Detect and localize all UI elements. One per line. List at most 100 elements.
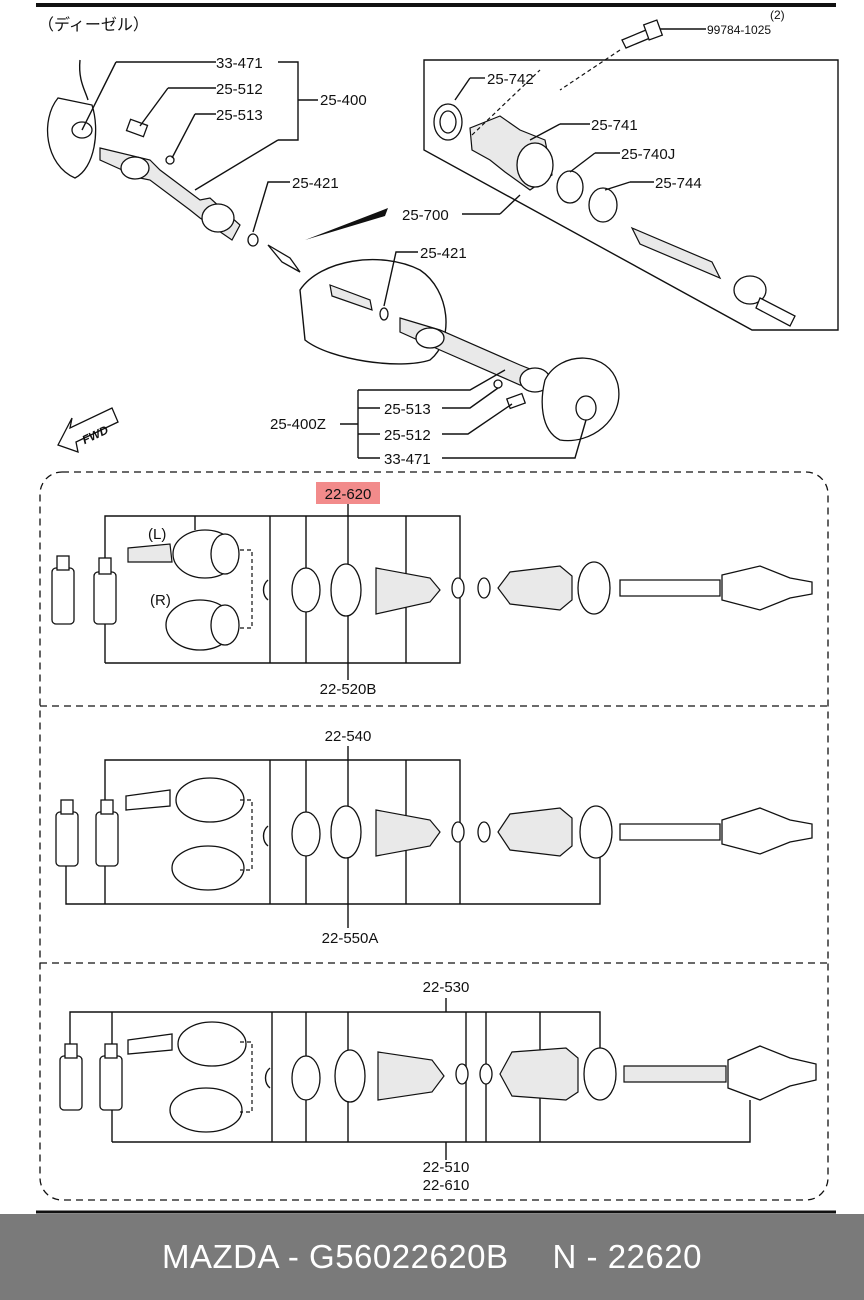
label-25-741: 25-741 [591, 117, 638, 134]
circlip-p3 [264, 1067, 271, 1089]
band-p2-b [477, 821, 491, 843]
grease-tube-3 [55, 811, 79, 867]
label-22-530: 22-530 [423, 979, 470, 996]
joint-p3-shaft [127, 1033, 173, 1055]
grease-tube-2-cap [98, 557, 112, 575]
shaft-25-700 [630, 226, 722, 280]
circlip-p2 [262, 825, 269, 847]
label-25-700: 25-700 [402, 207, 449, 224]
leader-25742-a [454, 77, 471, 101]
label-25-512-top: 25-512 [216, 81, 263, 98]
joint-dash-bracket-p2 [240, 799, 253, 871]
band-p1-a [451, 577, 465, 599]
kit-frame-22-510 [112, 1100, 751, 1143]
grease-tube-5 [59, 1055, 83, 1111]
label-25-400: 25-400 [320, 92, 367, 109]
band-p2-a [451, 821, 465, 843]
bolt-dash-line [559, 49, 621, 91]
label-22-610: 22-610 [423, 1177, 470, 1194]
leader-25512a-a [139, 87, 169, 127]
joint-p3-housing [177, 1021, 247, 1067]
top-assembly-illustration [46, 59, 620, 442]
bracket-bore [516, 142, 554, 188]
clip-25-421a [247, 233, 259, 247]
band-p3-a [455, 1063, 469, 1085]
grease-tube-2 [93, 571, 117, 625]
leader-25400z-shaft [358, 369, 506, 391]
joint-dash-bracket-p3 [240, 1041, 253, 1113]
leader-25512b [442, 403, 513, 435]
boot-p2-joint [171, 845, 245, 891]
clamp-p2-b [330, 805, 362, 859]
grease-tube-6-cap [104, 1043, 118, 1059]
parts-diagram: （ディーゼル） 99784-1025 (2) [36, 3, 839, 1214]
label-22-540: 22-540 [325, 728, 372, 745]
bolt-99784-1025: 99784-1025 (2) [559, 8, 785, 91]
top-labels: 33-471 25-512 25-513 25-400 25-742 25-74… [81, 55, 702, 468]
leader-25513a-a [171, 113, 196, 159]
right-seal-ring [575, 395, 597, 421]
leader-25700-b [499, 194, 521, 215]
label-25-744: 25-744 [655, 175, 702, 192]
footer-ref: N - 22620 [552, 1238, 702, 1275]
bearing-25-740j [556, 170, 584, 204]
label-33-471-top: 33-471 [216, 55, 263, 72]
label-33-471-bottom: 33-471 [384, 451, 431, 468]
bolt-label: 99784-1025 [707, 23, 771, 37]
bolt-qty: (2) [770, 8, 785, 22]
seal-25-744 [588, 187, 618, 223]
grease-tube-1-cap [56, 555, 70, 571]
label-22-520b: 22-520B [320, 681, 377, 698]
clip-25-512 [125, 118, 149, 138]
label-25-400z: 25-400Z [270, 416, 326, 433]
left-dust-cover [46, 97, 97, 179]
shaft-joint [733, 275, 767, 305]
boot-p2-outer [497, 807, 573, 857]
boot-p3-outer [499, 1047, 579, 1101]
band-p3-b [479, 1063, 493, 1085]
clamp-p1-b [330, 563, 362, 617]
boot-p1-outer [497, 565, 573, 611]
bolt-head [642, 19, 664, 41]
grease-tube-4 [95, 811, 119, 867]
short-shaft [329, 284, 373, 311]
label-25-742: 25-742 [487, 71, 534, 88]
leader-33471b [442, 419, 587, 459]
outer-joint-p1 [721, 565, 813, 611]
kit-frame-22-530 [69, 1011, 601, 1060]
boot-p3-inner [377, 1051, 445, 1101]
grease-tube-3-cap [60, 799, 74, 815]
band-p1-b [477, 577, 491, 599]
label-25-512-bottom: 25-512 [384, 427, 431, 444]
inner-boot-right [415, 327, 445, 349]
bearing-support-panel [423, 59, 839, 331]
clamp-p1-a [291, 567, 321, 613]
panel-dash-guide [471, 69, 541, 136]
circlip-25-513b [493, 379, 503, 389]
leader-25744-a [604, 181, 631, 191]
kit-frame-22-550a [65, 856, 601, 905]
clip-25-421b [379, 307, 389, 321]
clamp-p3-c [583, 1047, 617, 1101]
tag-left: (L) [148, 526, 166, 543]
label-22-620: 22-620 [325, 486, 372, 503]
highlight-22-620 [316, 482, 380, 504]
panel-3: 22-530 22-510 22-610 [59, 979, 817, 1194]
direction-wedge [305, 208, 388, 240]
seal-25-742-inner [439, 110, 457, 134]
kits-dashed-frame [39, 471, 829, 1201]
shaft-p3 [623, 1065, 727, 1083]
outer-joint-left [120, 156, 150, 180]
shaft-p1 [619, 579, 721, 597]
joint-p2-housing [175, 777, 245, 823]
intermediate-joint [267, 244, 301, 273]
joint-l-face [210, 533, 240, 575]
clamp-p2-a [291, 811, 321, 857]
fwd-arrow: FWD [57, 407, 119, 453]
bracket-25-400 [278, 61, 299, 141]
boot-p2-inner [375, 809, 441, 857]
inner-boot-left [201, 203, 235, 233]
panel-2: 22-540 22-550A [55, 728, 813, 947]
label-25-513-bottom: 25-513 [384, 401, 431, 418]
label-25-421-b: 25-421 [420, 245, 467, 262]
